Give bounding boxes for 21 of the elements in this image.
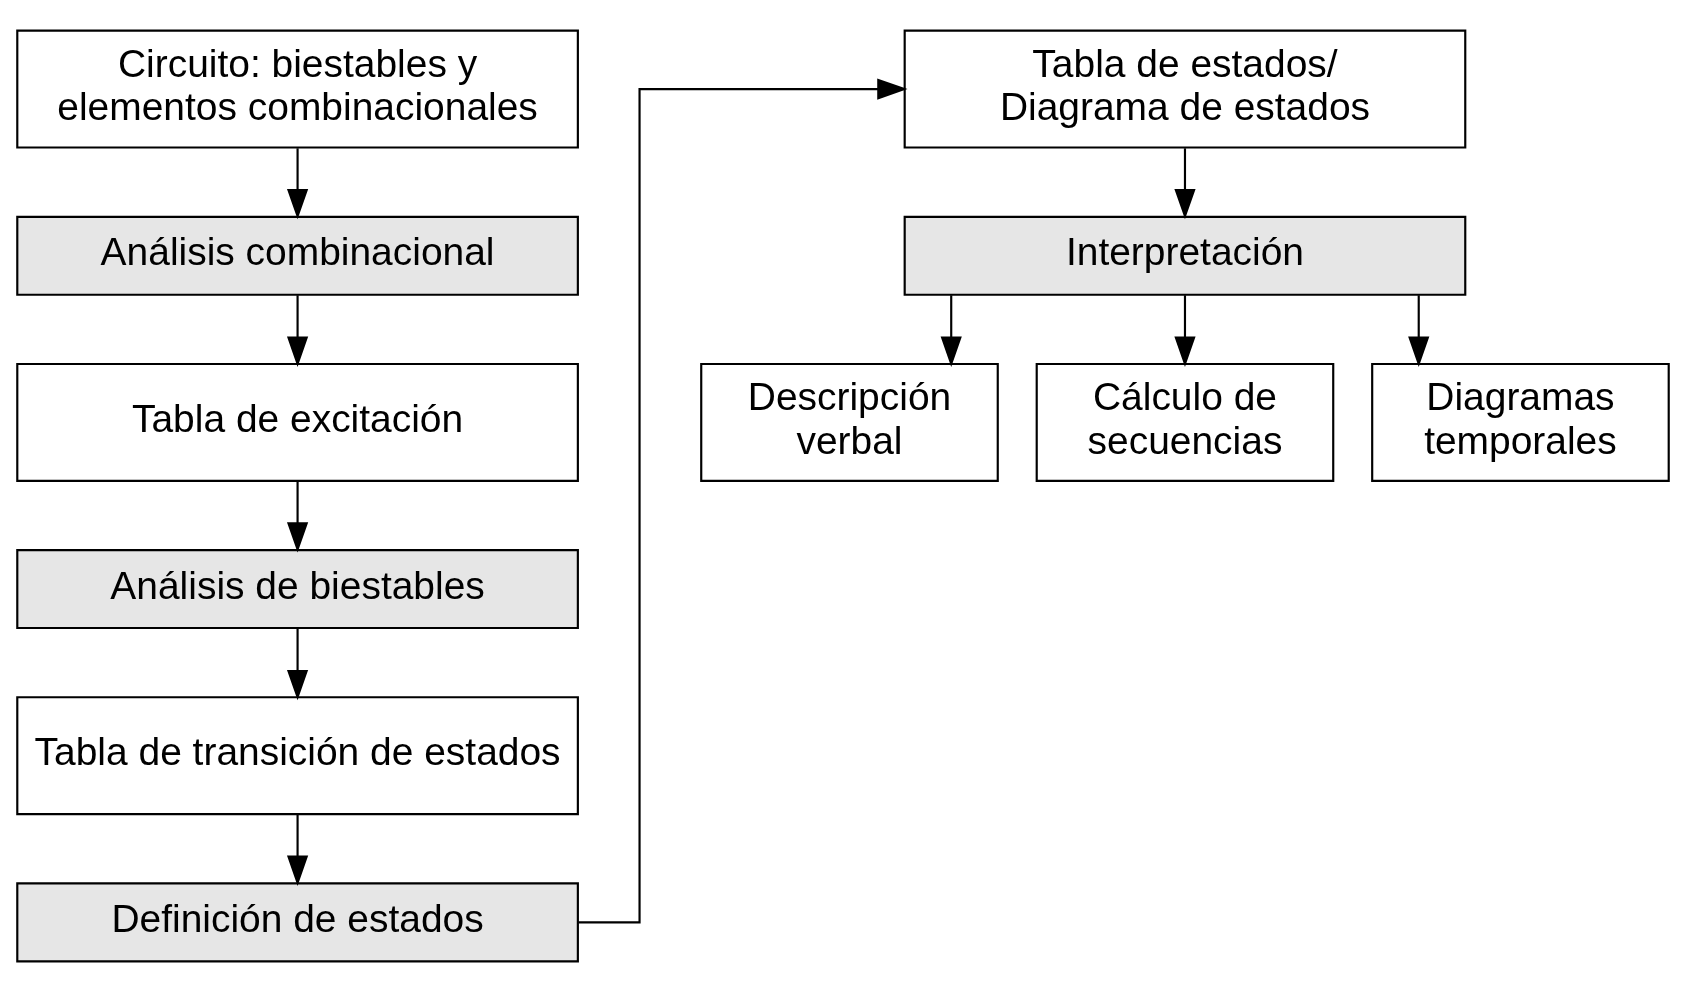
node-box: Tabla de excitación	[16, 362, 579, 482]
arrow	[286, 147, 309, 219]
node-box: Cálculo de secuencias	[1035, 362, 1335, 482]
node-box: Análisis combinacional	[16, 215, 579, 296]
node-box: Descripción verbal	[700, 362, 999, 482]
node-box: Interpretación	[903, 215, 1467, 296]
node-box: Diagramas temporales	[1371, 362, 1670, 482]
node-box: Circuito: biestables y elementos combinacionales	[16, 29, 579, 149]
node-box: Tabla de transición de estados	[16, 695, 579, 815]
arrow	[1174, 147, 1196, 219]
node-box: Definición de estados	[16, 881, 579, 962]
node-box: Tabla de estados/ Diagrama de estados	[903, 29, 1467, 149]
arrow	[286, 294, 309, 367]
arrow	[940, 294, 962, 367]
arrow	[286, 814, 309, 886]
arrow	[578, 78, 908, 923]
arrow	[1408, 294, 1430, 367]
arrow	[286, 481, 309, 553]
arrow	[286, 628, 309, 700]
arrow	[1174, 294, 1196, 367]
node-box: Análisis de biestables	[16, 548, 579, 629]
